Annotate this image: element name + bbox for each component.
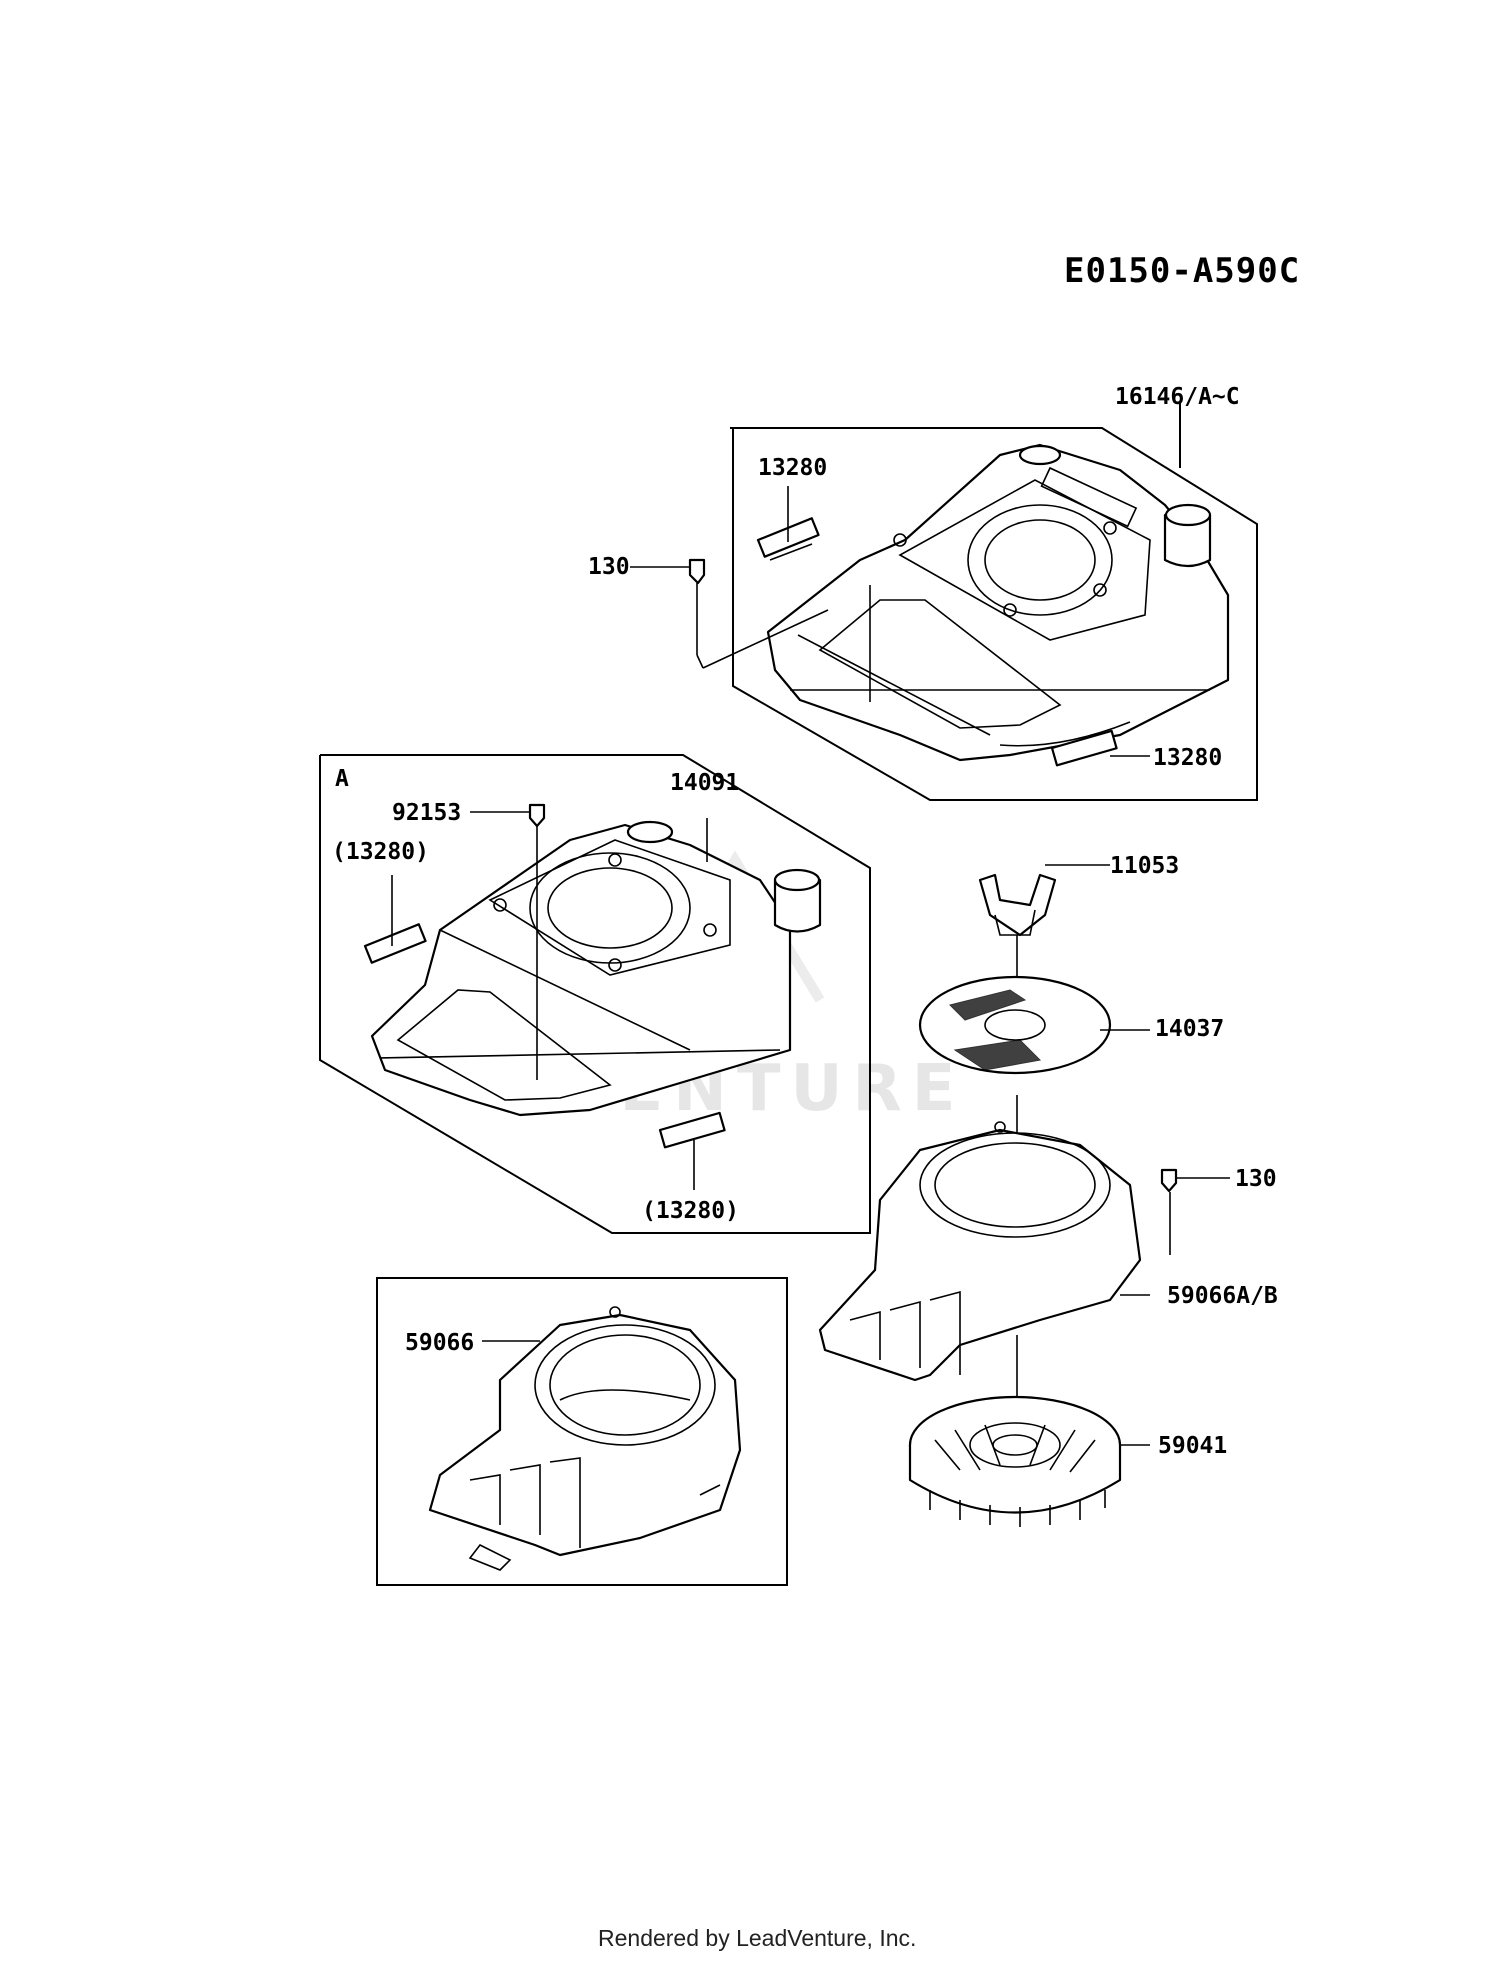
callout-92153: 92153 <box>392 800 461 826</box>
group-a-frame <box>319 754 871 1234</box>
callout-130-top: 130 <box>588 554 630 580</box>
callout-13280-right: 13280 <box>1153 745 1222 771</box>
clip-11053-part <box>978 864 1110 937</box>
plate-13280-top <box>756 486 820 561</box>
fan-housing-59066ab-part <box>818 1121 1171 1382</box>
bolt-130-top <box>630 558 871 702</box>
callout-14037: 14037 <box>1155 1016 1224 1042</box>
flywheel-fan-59041-part <box>908 1395 1150 1527</box>
callout-59041: 59041 <box>1158 1433 1227 1459</box>
callout-13280-paren-left: (13280) <box>332 839 429 865</box>
top-shroud-part <box>766 443 1230 762</box>
plate-13280-left <box>363 875 427 964</box>
shroud-14091-part <box>370 820 822 1117</box>
callout-16146: 16146/A~C <box>1115 384 1240 410</box>
plate-13280-right <box>1050 729 1150 767</box>
group-a-label: A <box>335 766 349 792</box>
group-b-frame <box>376 1277 788 1586</box>
callout-11053: 11053 <box>1110 853 1179 879</box>
bolt-92153 <box>470 803 546 1080</box>
callout-130-right: 130 <box>1235 1166 1277 1192</box>
screen-14037-part <box>918 975 1150 1075</box>
callout-59066ab: 59066A/B <box>1167 1283 1278 1309</box>
diagram-code: E0150-A590C <box>1064 251 1300 291</box>
fan-housing-59066-part <box>428 1306 742 1571</box>
callout-59066: 59066 <box>405 1330 474 1356</box>
plate-13280-bottom <box>658 1111 726 1190</box>
callout-14091: 14091 <box>670 770 739 796</box>
shroud-assembly-frame <box>730 402 1258 801</box>
footer-credit: Rendered by LeadVenture, Inc. <box>598 1925 916 1951</box>
bolt-130-right <box>1160 1168 1230 1193</box>
callout-13280-top: 13280 <box>758 455 827 481</box>
callout-13280-paren-bottom: (13280) <box>642 1198 739 1224</box>
